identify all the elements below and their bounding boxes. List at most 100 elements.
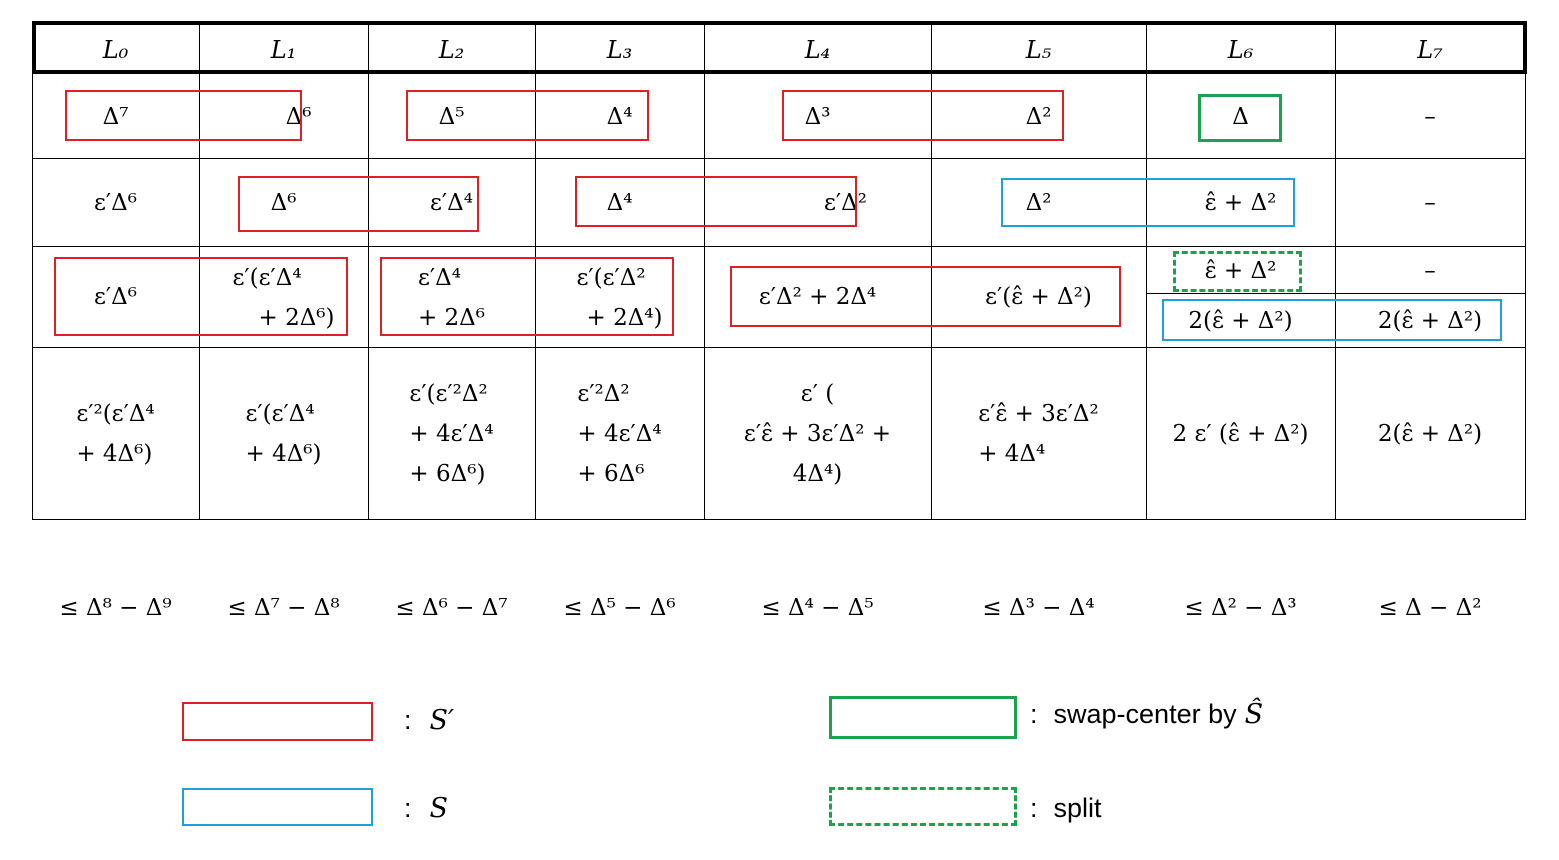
row-line-3 bbox=[32, 347, 1526, 348]
header-l1: L₁ bbox=[270, 35, 297, 64]
col-line-7 bbox=[1335, 21, 1336, 520]
row2-l4: ε′Δ² bbox=[824, 190, 867, 216]
bound-l4: ≤ Δ⁴ − Δ⁵ bbox=[761, 595, 874, 621]
row4-l5-line2: + 4Δ⁴ bbox=[978, 440, 1046, 467]
row1-l0: Δ⁷ bbox=[102, 104, 129, 130]
legend-dash-text: : split bbox=[1030, 784, 1102, 832]
row4-l1-line1: ε′(ε′Δ⁴ bbox=[245, 400, 315, 427]
sprime-box-r3-a bbox=[54, 257, 348, 336]
row2-l3: Δ⁴ bbox=[606, 190, 633, 216]
row4-l3: ε′²Δ² + 4ε′Δ⁴ + 6Δ⁶ bbox=[535, 348, 704, 519]
row1-l7: – bbox=[1424, 104, 1436, 130]
sprime-box-r1-b bbox=[406, 90, 649, 141]
bound-l6: ≤ Δ² − Δ³ bbox=[1184, 595, 1297, 621]
sprime-box-r3-c bbox=[730, 266, 1121, 327]
row3-l3: ε′(ε′Δ² + 2Δ⁴) bbox=[535, 254, 704, 342]
legend-red-text: : S′ bbox=[404, 696, 454, 744]
row4-l2-line2: + 4ε′Δ⁴ bbox=[409, 420, 494, 447]
bound-l1: ≤ Δ⁷ − Δ⁸ bbox=[227, 595, 340, 621]
row4-l4-line3: 4Δ⁴) bbox=[792, 460, 843, 487]
row2-l0: ε′Δ⁶ bbox=[94, 190, 137, 216]
split-box-r3 bbox=[1173, 251, 1302, 292]
row1-l1: Δ⁶ bbox=[285, 104, 312, 130]
row3-l0: ε′Δ⁶ bbox=[94, 284, 137, 310]
row4-l6: 2 ε′ (ε̂ + Δ²) bbox=[1172, 420, 1309, 447]
row1-l6: Δ bbox=[1232, 104, 1249, 130]
legend-dash-sep: : bbox=[1030, 792, 1038, 823]
row1-l5: Δ² bbox=[1025, 104, 1052, 130]
row4-l4: ε′ ( ε′ε̂ + 3ε′Δ² + 4Δ⁴) bbox=[704, 348, 931, 519]
row2-l1: Δ⁶ bbox=[270, 190, 297, 216]
row4-l0: ε′²(ε′Δ⁴ + 4Δ⁶) bbox=[32, 348, 199, 519]
s-box-r2 bbox=[1001, 178, 1295, 227]
header-l5: L₅ bbox=[1025, 35, 1052, 64]
sprime-box-r2-a bbox=[238, 176, 479, 232]
row4-l7: 2(ε̂ + Δ²) bbox=[1377, 420, 1483, 447]
col-line-2 bbox=[368, 21, 369, 520]
legend-blue-text: : S bbox=[404, 784, 448, 832]
row4-l2-line1: ε′(ε′²Δ² bbox=[409, 380, 488, 407]
bottom-border bbox=[32, 519, 1526, 520]
row4-l4-line1: ε′ ( bbox=[800, 380, 835, 407]
row4-l2: ε′(ε′²Δ² + 4ε′Δ⁴ + 6Δ⁶) bbox=[368, 348, 535, 519]
col-line-1 bbox=[199, 21, 200, 520]
bound-l7: ≤ Δ − Δ² bbox=[1378, 595, 1482, 621]
swap-center-box-r1 bbox=[1198, 94, 1282, 142]
row3-l1: ε′(ε′Δ⁴ + 2Δ⁶) bbox=[199, 254, 368, 342]
row3-l2: ε′Δ⁴ + 2Δ⁶ bbox=[368, 254, 535, 342]
header-l4: L₄ bbox=[804, 35, 831, 64]
col-line-3 bbox=[535, 21, 536, 520]
row-line-2 bbox=[32, 246, 1526, 247]
row3-l1-line2: + 2Δ⁶) bbox=[258, 305, 335, 331]
legend-dash-swatch bbox=[829, 787, 1017, 826]
row4-l0-line2: + 4Δ⁶) bbox=[76, 440, 153, 467]
row4-l5-line1: ε′ε̂ + 3ε′Δ² bbox=[978, 400, 1099, 427]
legend-green-symbol: Ŝ bbox=[1244, 698, 1264, 730]
row2-l5: Δ² bbox=[1025, 190, 1052, 216]
col-line-6 bbox=[1146, 21, 1147, 520]
row4-l5: ε′ε̂ + 3ε′Δ² + 4Δ⁴ bbox=[931, 348, 1146, 519]
header-l0: L₀ bbox=[102, 35, 129, 64]
header-frame bbox=[32, 21, 1527, 74]
row4-l3-line1: ε′²Δ² bbox=[577, 380, 630, 407]
row3-l7-bottom: 2(ε̂ + Δ²) bbox=[1377, 308, 1483, 334]
row4-l2-line3: + 6Δ⁶) bbox=[409, 460, 486, 487]
header-l2: L₂ bbox=[438, 35, 465, 64]
bound-l3: ≤ Δ⁵ − Δ⁶ bbox=[563, 595, 676, 621]
row3-l2-line1: ε′Δ⁴ bbox=[417, 265, 461, 291]
s-box-r3 bbox=[1162, 299, 1502, 341]
bound-l2: ≤ Δ⁶ − Δ⁷ bbox=[395, 595, 508, 621]
row3-l6-top: ε̂ + Δ² bbox=[1204, 258, 1277, 284]
header-l7: L₇ bbox=[1417, 35, 1443, 64]
row3-l2-line2: + 2Δ⁶ bbox=[417, 305, 486, 331]
row3-l5: ε′(ε̂ + Δ²) bbox=[985, 284, 1092, 310]
legend-blue-label: S bbox=[429, 792, 449, 824]
row4-l1: ε′(ε′Δ⁴ + 4Δ⁶) bbox=[199, 348, 368, 519]
header-l3: L₃ bbox=[606, 35, 633, 64]
legend-green-text: : swap-center by Ŝ bbox=[1030, 690, 1263, 738]
row3-l3-line1: ε′(ε′Δ² bbox=[576, 265, 646, 291]
legend-blue-sep: : bbox=[404, 792, 412, 823]
right-border bbox=[1525, 72, 1526, 520]
row3-l1-line1: ε′(ε′Δ⁴ bbox=[232, 265, 302, 291]
legend-green-label: swap-center by bbox=[1053, 698, 1237, 729]
row1-l3: Δ⁴ bbox=[606, 104, 633, 130]
row2-l7: – bbox=[1424, 190, 1436, 216]
sprime-box-r2-b bbox=[575, 176, 857, 227]
bound-l5: ≤ Δ³ − Δ⁴ bbox=[982, 595, 1095, 621]
row1-l2: Δ⁵ bbox=[438, 104, 465, 130]
sprime-box-r1-c bbox=[782, 90, 1064, 141]
legend-blue-swatch bbox=[182, 788, 373, 826]
row4-l3-line2: + 4ε′Δ⁴ bbox=[577, 420, 662, 447]
row4-l1-line2: + 4Δ⁶) bbox=[245, 440, 322, 467]
legend-green-swatch bbox=[829, 696, 1017, 739]
legend-red-swatch bbox=[182, 702, 373, 741]
sprime-box-r3-b bbox=[380, 257, 674, 336]
header-l6: L₆ bbox=[1227, 35, 1254, 64]
col-line-5 bbox=[931, 21, 932, 520]
legend-green-sep: : bbox=[1030, 698, 1038, 729]
row3-l6-bottom: 2(ε̂ + Δ²) bbox=[1188, 308, 1293, 334]
col-line-4 bbox=[704, 21, 705, 520]
row2-l6: ε̂ + Δ² bbox=[1204, 190, 1277, 216]
legend-red-sep: : bbox=[404, 704, 412, 735]
